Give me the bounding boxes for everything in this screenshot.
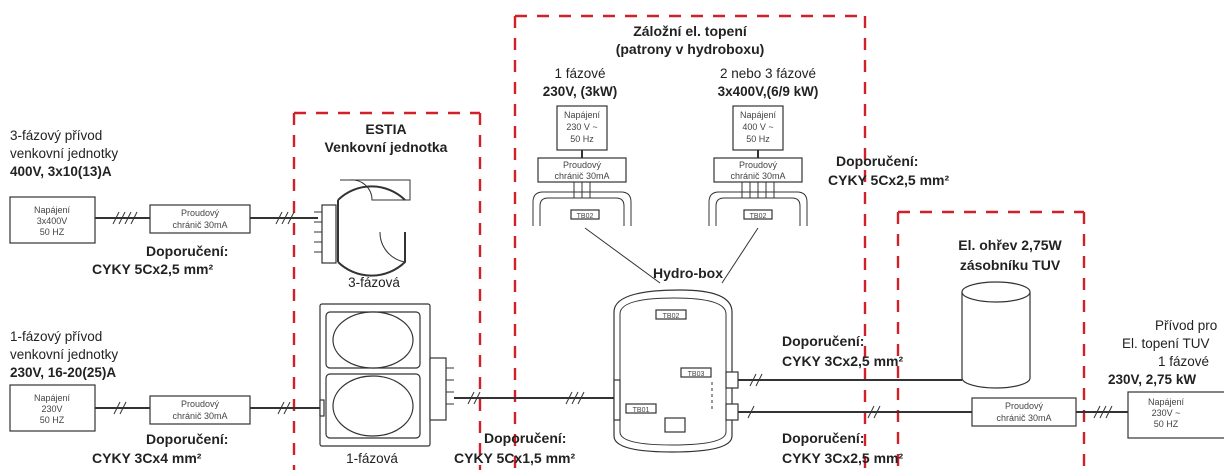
- three-phase-rec-2: CYKY 5Cx2,5 mm²: [92, 261, 213, 277]
- three-phase-rcd-line-1: Proudový: [181, 208, 220, 218]
- hydrobox-tb02: TB02: [663, 313, 680, 320]
- tank-rec-bot-1: Doporučení:: [782, 430, 864, 446]
- hydrobox-tb03: TB03: [688, 371, 705, 378]
- backup-1f-rcd-2: chránič 30mA: [554, 171, 609, 181]
- right-line-3: 1 fázové: [1158, 354, 1209, 369]
- backup-3f-supply-3: 50 Hz: [746, 134, 770, 144]
- three-phase-rec-1: Doporučení:: [146, 243, 228, 259]
- hydro-rec-2: CYKY 5Cx1,5 mm²: [454, 450, 575, 466]
- backup-1f-line-2: 230V, (3kW): [543, 84, 618, 99]
- cable-marks: [112, 211, 138, 225]
- cable-marks: [467, 391, 585, 405]
- three-phase-rcd-line-2: chránič 30mA: [172, 220, 227, 230]
- hydrobox-tb01: TB01: [633, 407, 650, 414]
- single-phase-title-3: 230V, 16-20(25)A: [10, 365, 116, 380]
- tank-rcd-box: [971, 397, 1077, 427]
- single-phase-rcd-box: [149, 395, 251, 425]
- backup-1f-rcd-1: Proudový: [563, 160, 602, 170]
- backup-rec-2: CYKY 5Cx2,5 mm²: [828, 172, 949, 188]
- right-supply-2: 230V ~: [1152, 408, 1181, 418]
- three-phase-rcd-box: [149, 204, 251, 234]
- single-phase-rcd-line-2: chránič 30mA: [172, 411, 227, 421]
- cable-marks: [275, 211, 295, 225]
- outdoor-title-1: ESTIA: [365, 121, 406, 137]
- backup-3f-supply-2: 400 V ~: [742, 122, 773, 132]
- backup-heater-group: Záložní el. topení (patrony v hydroboxu)…: [532, 23, 949, 284]
- dhw-tank-group: El. ohřev 2,75W zásobníku TUV Doporučení…: [738, 237, 1128, 466]
- zone-dhw-tank: [896, 210, 1086, 470]
- three-phase-supply-box: [9, 196, 96, 244]
- hydro-rec-1: Doporučení:: [484, 430, 566, 446]
- single-phase-rcd-line-1: Proudový: [181, 399, 220, 409]
- right-supply-group: Přívod pro El. topení TUV 1 fázové 230V,…: [1108, 318, 1224, 439]
- single-phase-supply-line-2: 230V: [41, 404, 62, 414]
- backup-rec-1: Doporučení:: [836, 153, 918, 169]
- single-phase-rec-1: Doporučení:: [146, 431, 228, 447]
- three-phase-title-2: venkovní jednotky: [10, 146, 118, 161]
- tank-title-2: zásobníku TUV: [960, 257, 1061, 273]
- cable-marks: [277, 401, 291, 415]
- three-phase-title-1: 3-fázový přívod: [10, 128, 102, 143]
- single-phase-rec-2: CYKY 3Cx4 mm²: [92, 450, 202, 466]
- tank-title-1: El. ohřev 2,75W: [958, 237, 1062, 253]
- right-line-2: El. topení TUV: [1122, 336, 1210, 351]
- single-phase-title-1: 1-fázový přívod: [10, 329, 102, 344]
- zone-backup-heater: [513, 14, 867, 470]
- backup-3f-line-1: 2 nebo 3 fázové: [720, 66, 816, 81]
- three-phase-supply-group: 3-fázový přívod venkovní jednotky 400V, …: [9, 128, 318, 277]
- right-line-1: Přívod pro: [1155, 318, 1217, 333]
- three-phase-title-3: 400V, 3x10(13)A: [10, 164, 112, 179]
- single-phase-supply-group: 1-fázový přívod venkovní jednotky 230V, …: [10, 329, 118, 380]
- tank-rec-bot-2: CYKY 3Cx2,5 mm²: [782, 450, 903, 466]
- backup-title-2: (patrony v hydroboxu): [616, 41, 765, 57]
- three-phase-supply-line-3: 50 HZ: [40, 227, 65, 237]
- single-phase-src: Napájení 230V 50 HZ Proudový chránič 30m…: [9, 384, 322, 466]
- outdoor-label-1f: 1-fázová: [346, 451, 398, 466]
- single-phase-supply-line-3: 50 HZ: [40, 415, 65, 425]
- cable-marks: [1093, 405, 1113, 419]
- outdoor-unit-1f-icon: [319, 303, 454, 447]
- backup-1f-supply-3: 50 Hz: [570, 134, 594, 144]
- hydrobox-group: Hydro-box TB02 TB03 TB01: [613, 265, 739, 453]
- right-supply-1: Napájení: [1148, 397, 1185, 407]
- three-phase-supply-line-2: 3x400V: [37, 216, 68, 226]
- cable-marks: [747, 405, 881, 419]
- backup-1f-supply-box: [556, 105, 608, 151]
- hydrobox-title: Hydro-box: [653, 265, 723, 281]
- right-line-4: 230V, 2,75 kW: [1108, 372, 1196, 387]
- tank-rec-top-1: Doporučení:: [782, 333, 864, 349]
- backup-1f-supply-2: 230 V ~: [566, 122, 597, 132]
- outdoor-title-2: Venkovní jednotka: [325, 139, 448, 155]
- backup-1f-tb: TB02: [577, 213, 594, 220]
- three-phase-supply-line-1: Napájení: [34, 205, 71, 215]
- right-supply-3: 50 HZ: [1154, 419, 1179, 429]
- tank-body: [961, 292, 1031, 389]
- outdoor-to-hydrobox-cable: Doporučení: CYKY 5Cx1,5 mm²: [454, 391, 614, 466]
- single-phase-supply-box: [9, 384, 96, 432]
- backup-3f-rcd-1: Proudový: [739, 160, 778, 170]
- right-supply-box: [1127, 391, 1224, 439]
- cable-marks: [749, 373, 763, 387]
- tank-rec-top-2: CYKY 3Cx2,5 mm²: [782, 353, 903, 369]
- backup-3f-line-2: 3x400V,(6/9 kW): [718, 84, 819, 99]
- outdoor-unit-3f-icon: [314, 179, 411, 277]
- outdoor-label-3f: 3-fázová: [348, 275, 400, 290]
- backup-3f-supply-1: Napájení: [740, 110, 777, 120]
- outdoor-unit-group: ESTIA Venkovní jednotka 3-fázová 1-fázov…: [314, 121, 454, 466]
- single-phase-title-2: venkovní jednotky: [10, 347, 118, 362]
- backup-3f-rcd-2: chránič 30mA: [730, 171, 785, 181]
- tank-rcd-2: chránič 30mA: [996, 413, 1051, 423]
- tank-rcd-1: Proudový: [1005, 401, 1044, 411]
- zone-outdoor-unit: [292, 111, 482, 470]
- cable-marks: [113, 401, 127, 415]
- backup-3f-tb: TB02: [750, 213, 767, 220]
- single-phase-supply-line-1: Napájení: [34, 393, 71, 403]
- backup-1f-line-1: 1 fázové: [554, 66, 605, 81]
- backup-1f-supply-1: Napájení: [564, 110, 601, 120]
- backup-title-1: Záložní el. topení: [633, 23, 748, 39]
